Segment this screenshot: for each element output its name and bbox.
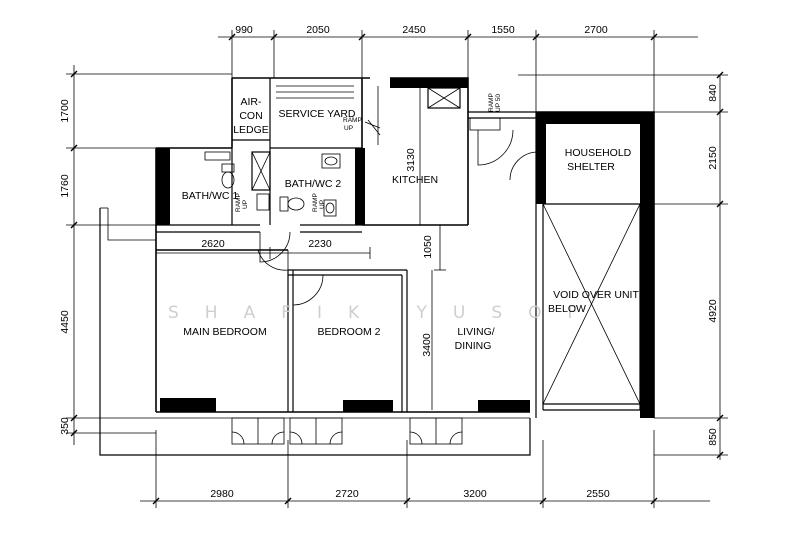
dimension-ticks [70, 33, 724, 505]
aircon-label-2: CON [239, 110, 262, 122]
dim-top-3: 2450 [402, 24, 426, 36]
bath1-label: BATH/WC 1 [182, 190, 239, 202]
dim-bottom-4: 2550 [586, 488, 610, 500]
structural-columns [156, 78, 654, 418]
room-labels: AIR- CON LEDGE SERVICE YARD KITCHEN HOUS… [182, 96, 640, 352]
kitchen-label: KITCHEN [392, 174, 438, 186]
bottom-dimension-labels: 2980 2720 3200 2550 [210, 488, 610, 500]
ramp-label-yard-1: RAMP [343, 117, 362, 124]
dim-bottom-2: 2720 [335, 488, 359, 500]
dim-top-4: 1550 [491, 24, 515, 36]
dim-bottom-3: 3200 [463, 488, 487, 500]
doors [257, 117, 539, 306]
dim-living-depth: 3400 [421, 333, 433, 357]
top-dimension-labels: 990 2050 2450 1550 2700 [235, 24, 608, 36]
dim-bottom-1: 2980 [210, 488, 234, 500]
dim-corridor: 1050 [422, 235, 434, 259]
living-label-1: LIVING/ [457, 326, 494, 338]
living-label-2: DINING [455, 340, 492, 352]
dim-bath-width-1: 2620 [201, 238, 225, 250]
service-yard-label: SERVICE YARD [278, 108, 355, 120]
void-label-1: VOID OVER UNIT [553, 289, 639, 301]
void-label-2: BELOW [548, 303, 586, 315]
aircon-label-1: AIR- [241, 96, 263, 108]
dim-left-2: 1760 [59, 174, 71, 198]
watermark: SHAFIK YUSOF [168, 303, 603, 323]
right-dimension-labels: 840 2150 4920 850 [707, 84, 719, 446]
dim-left-3: 4450 [59, 310, 71, 334]
internal-dimension-labels: 2620 2230 3130 1050 3400 [201, 148, 434, 357]
bottom-window-doors [231, 417, 463, 445]
ramp-label-bath1-1: RAMP [235, 193, 242, 212]
ramp-label-entry-2: UP 50 [495, 94, 502, 112]
dim-right-3: 4920 [707, 299, 719, 323]
dim-right-4: 850 [707, 428, 719, 446]
dim-top-1: 990 [235, 24, 253, 36]
dim-bath-width-2: 2230 [308, 238, 332, 250]
ramp-label-bath2-1: RAMP [312, 193, 319, 212]
bath-fixtures [204, 151, 341, 217]
dim-left-1: 1700 [59, 99, 71, 123]
left-dimension-labels: 1700 1760 4450 350 [59, 99, 71, 435]
ramp-label-yard-2: UP [344, 125, 353, 132]
service-yard-rail [276, 85, 354, 99]
shelter-label-2: SHELTER [567, 161, 615, 173]
ramp-labels: RAMP UP RAMP UP RAMP UP RAMP UP 50 [235, 93, 502, 212]
shelter-label-1: HOUSEHOLD [565, 147, 632, 159]
void-cross [542, 203, 641, 405]
dim-left-4: 350 [59, 417, 71, 435]
aircon-label-3: LEDGE [233, 124, 269, 136]
kitchen-fixtures [367, 86, 461, 145]
bath2-label: BATH/WC 2 [285, 178, 342, 190]
ramp-label-bath1-2: UP [242, 200, 249, 209]
dimension-lines [66, 30, 728, 508]
ramp-label-bath2-2: UP [319, 200, 326, 209]
dim-right-1: 840 [707, 84, 719, 102]
dim-top-5: 2700 [584, 24, 608, 36]
ramp-label-entry-1: RAMP [488, 93, 495, 112]
dim-top-2: 2050 [306, 24, 330, 36]
main-bedroom-label: MAIN BEDROOM [183, 326, 266, 338]
dim-kitchen-depth: 3130 [405, 148, 417, 172]
bedroom2-label: BEDROOM 2 [317, 326, 380, 338]
dim-right-2: 2150 [707, 146, 719, 170]
